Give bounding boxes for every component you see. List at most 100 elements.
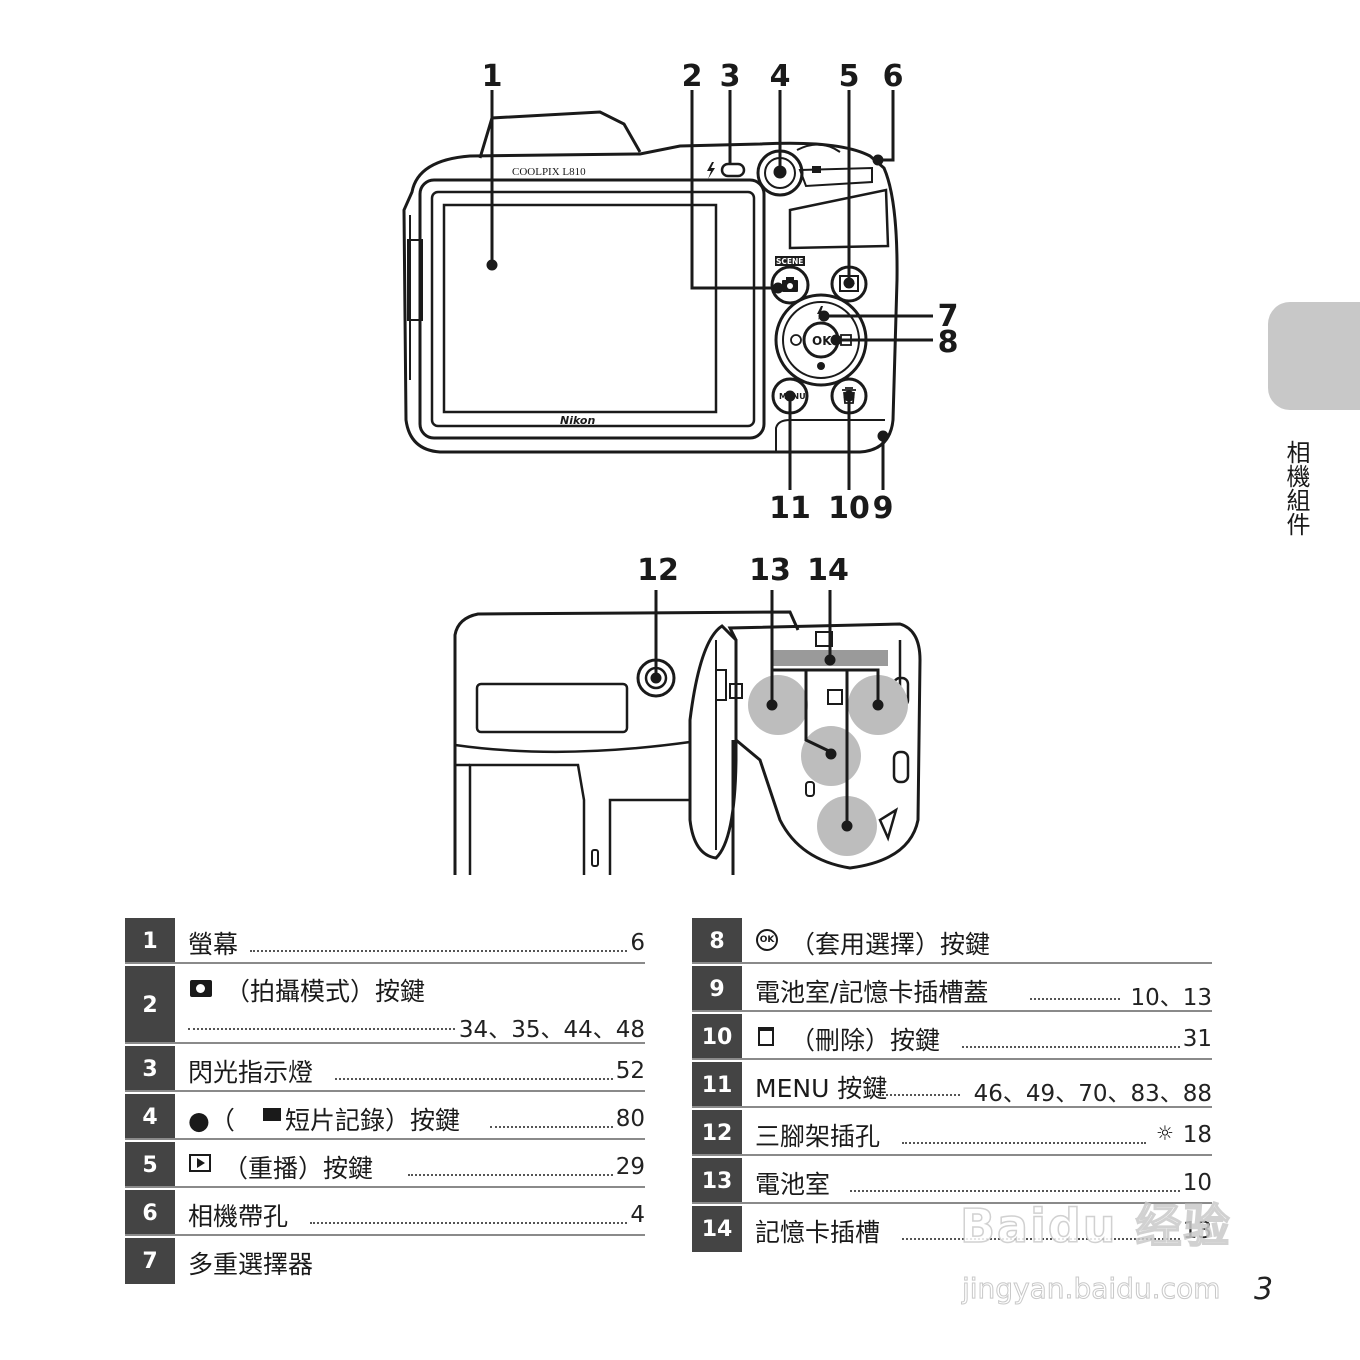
dot-leader: [902, 1238, 1180, 1240]
play-icon: [189, 1154, 211, 1172]
camera-icon: [190, 980, 212, 997]
row-number: 8: [692, 918, 742, 964]
callout-5: 5: [839, 59, 860, 94]
selector-timer-icon: [790, 334, 802, 346]
page-ref: 10、13: [1130, 985, 1212, 1011]
part-name: 多重選擇器: [188, 1250, 314, 1279]
row-number: 7: [125, 1238, 175, 1284]
page-ref: 52: [615, 1058, 645, 1084]
part-name: （重播）按鍵: [223, 1154, 374, 1183]
movie-small-icon: [812, 166, 821, 173]
brand-label: Nikon: [560, 414, 595, 427]
selector-macro-icon: [817, 362, 825, 370]
row-number: 14: [692, 1206, 742, 1252]
part-name: 相機帶孔: [188, 1202, 289, 1231]
row-divider: [692, 1106, 1212, 1108]
table-row: 11 MENU 按鍵 46、49、70、83、88: [692, 1062, 1212, 1108]
part-name: 電池室/記憶卡插槽蓋: [755, 978, 989, 1007]
callout-14: 14: [807, 553, 849, 588]
ok-icon: OK: [756, 929, 778, 951]
row-divider: [125, 1234, 645, 1236]
table-row: 14 記憶卡插槽 13: [692, 1206, 1212, 1252]
page-ref: 34、35、44、48: [458, 1017, 645, 1043]
callout-2: 2: [682, 59, 703, 94]
trash-icon: [758, 1027, 774, 1046]
row-divider: [692, 962, 1212, 964]
row-divider: [692, 1202, 1212, 1204]
callout-7: 7: [938, 299, 959, 334]
page-ref: 4: [630, 1202, 645, 1228]
chapter-tab-label: 相機組件: [1282, 440, 1310, 536]
page-number: 3: [1254, 1272, 1274, 1307]
camera-icon: [782, 277, 798, 292]
flash-icon: [707, 162, 715, 179]
row-divider: [125, 1042, 645, 1044]
bottom-leader-lines: [650, 590, 884, 875]
part-name: 螢幕: [188, 930, 239, 959]
dot-leader: [962, 1046, 1180, 1048]
row-number: 4: [125, 1094, 175, 1140]
table-row: 9 電池室/記憶卡插槽蓋 10、13: [692, 966, 1212, 1012]
table-row: 13 電池室 10: [692, 1158, 1212, 1204]
part-name: 記憶卡插槽: [755, 1218, 881, 1247]
dot-leader: [250, 950, 627, 952]
callout-4: 4: [770, 59, 791, 94]
watermark-url: jingyan.baidu.com: [961, 1272, 1221, 1306]
row-number: 1: [125, 918, 175, 964]
dot-leader: [490, 1126, 613, 1128]
part-name: MENU 按鍵: [755, 1074, 888, 1103]
page-ref: 10: [1182, 1170, 1212, 1196]
row-number: 6: [125, 1190, 175, 1236]
table-row: 4 ●（ 短片記錄）按鍵 80: [125, 1094, 645, 1140]
callout-10: 10: [828, 491, 870, 526]
callout-6: 6: [883, 59, 904, 94]
part-name: （拍攝模式）按鍵: [225, 977, 426, 1006]
part-name: 電池室: [755, 1170, 831, 1199]
page-ref: 46、49、70、83、88: [973, 1081, 1212, 1107]
table-row: 7 多重選擇器: [125, 1238, 645, 1284]
dot-leader: [335, 1078, 613, 1080]
camera-diagrams: COOLPIX L810 Nikon SCENE OK MENU: [402, 59, 959, 875]
callout-13: 13: [749, 553, 791, 588]
page-ref: 29: [615, 1154, 645, 1180]
table-row: 5 （重播）按鍵 29: [125, 1142, 645, 1188]
page-ref: 13: [1182, 1218, 1212, 1244]
row-number: 2: [125, 966, 175, 1044]
movie-icon: [263, 1108, 281, 1121]
dot-leader: [902, 1142, 1146, 1144]
row-divider: [692, 1154, 1212, 1156]
row-divider: [692, 1058, 1212, 1060]
table-row: 2 （拍攝模式）按鍵 34、35、44、48: [125, 966, 645, 1044]
watermark-logo: Baidu 经验: [959, 1198, 1232, 1254]
callout-12: 12: [637, 553, 679, 588]
dot-leader: [850, 1190, 1180, 1192]
row-number: 10: [692, 1014, 742, 1060]
dot-leader: [1030, 998, 1120, 1000]
row-number: 3: [125, 1046, 175, 1092]
callout-9: 9: [873, 491, 894, 526]
table-row: 3 閃光指示燈 52: [125, 1046, 645, 1092]
dot-leader: [878, 1094, 960, 1096]
table-row: 10 （刪除）按鍵 31: [692, 1014, 1212, 1060]
tip-icon: ☼: [1156, 1121, 1174, 1145]
row-number: 5: [125, 1142, 175, 1188]
parts-table-right: 8 OK （套用選擇）按鍵 9 電池室/記憶卡插槽蓋 10、13 10 （刪除）…: [692, 918, 1214, 1254]
page-ref: 31: [1182, 1026, 1212, 1052]
part-name: （套用選擇）按鍵: [790, 930, 991, 959]
page-ref: 18: [1182, 1122, 1212, 1148]
table-row: 6 相機帶孔 4: [125, 1190, 645, 1236]
dot-leader: [310, 1222, 627, 1224]
dot-leader: [188, 1028, 455, 1030]
parts-table-left: 1 螢幕 6 2 （拍攝模式）按鍵 34、35、44、48 3 閃光指示燈 52…: [125, 918, 647, 1286]
camera-bottom-view: [453, 610, 922, 875]
part-name: ●（: [188, 1106, 235, 1135]
part-name: 閃光指示燈: [188, 1058, 314, 1087]
callout-11: 11: [769, 491, 811, 526]
camera-back-view: [402, 110, 899, 454]
callout-3: 3: [720, 59, 741, 94]
row-divider: [125, 1090, 645, 1092]
row-divider: [125, 1138, 645, 1140]
page-ref: 6: [630, 930, 645, 956]
row-number: 11: [692, 1062, 742, 1108]
callout-8: 8: [938, 325, 959, 360]
